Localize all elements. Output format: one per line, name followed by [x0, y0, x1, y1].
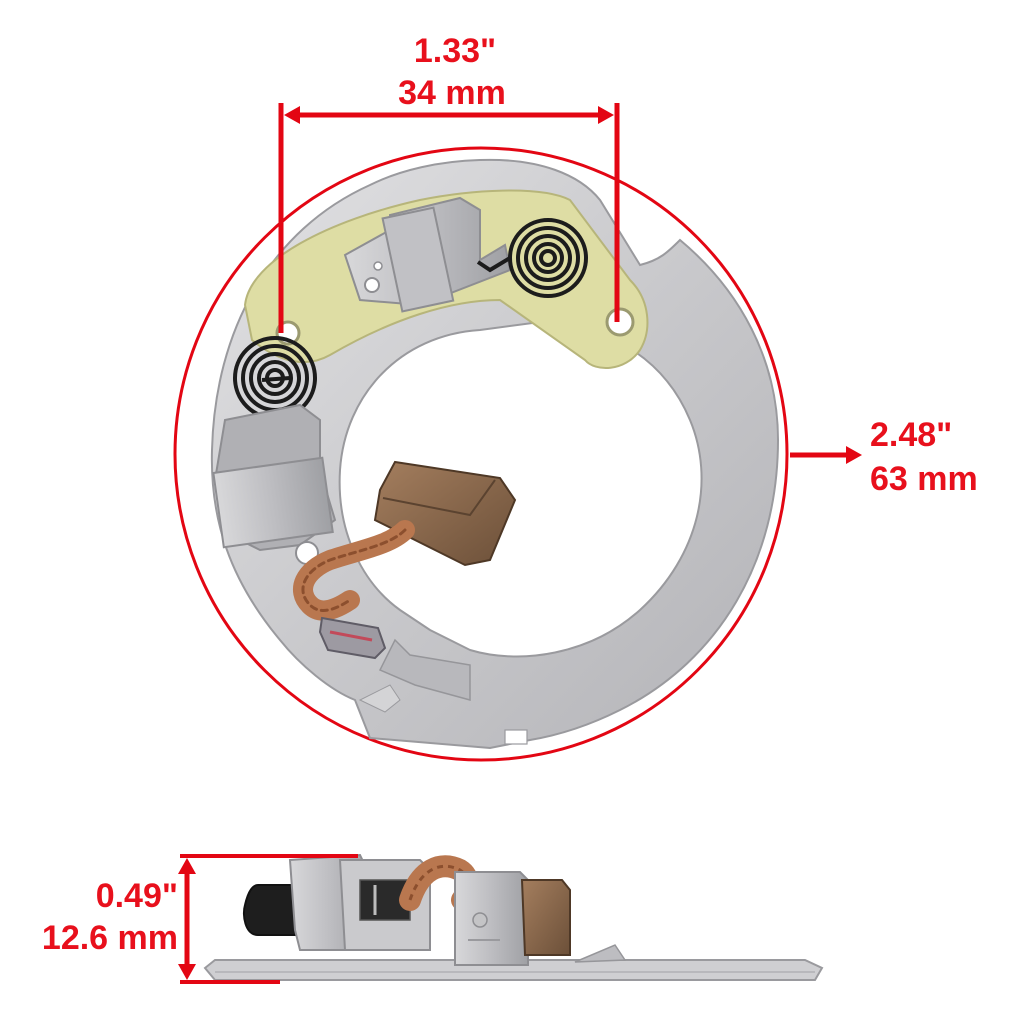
brush-plate-side-view	[203, 853, 824, 981]
arrowhead-diameter	[846, 446, 862, 464]
arrowhead-top	[178, 858, 196, 874]
carbon-brush-top	[373, 460, 517, 567]
height-inch: 0.49"	[96, 877, 178, 915]
outer-diameter-outline	[173, 146, 789, 762]
dimension-height: 0.49" 12.6 mm	[42, 854, 358, 984]
outer-diameter-inch: 2.48"	[870, 416, 952, 454]
arrowhead-right	[598, 106, 614, 124]
dimension-bracket-width: 1.33" 34 mm	[278, 32, 620, 333]
upper-brush-holder	[343, 196, 512, 313]
bracket-width-mm: 34 mm	[398, 74, 506, 112]
bracket-width-inch: 1.33"	[414, 32, 496, 70]
lower-brush-holder	[212, 403, 337, 565]
top-view	[173, 146, 789, 762]
height-mm: 12.6 mm	[42, 919, 178, 957]
arrowhead-left	[284, 106, 300, 124]
dimension-outer-diameter: 2.48" 63 mm	[790, 416, 978, 498]
outer-diameter-mm: 63 mm	[870, 460, 978, 498]
carbon-brush-side	[520, 879, 571, 956]
arrowhead-bottom	[178, 964, 196, 980]
spring-upper-right	[476, 218, 588, 298]
copper-lead-top	[293, 520, 415, 621]
mounting-hole-right	[605, 307, 635, 337]
terminal-clip	[318, 616, 387, 660]
